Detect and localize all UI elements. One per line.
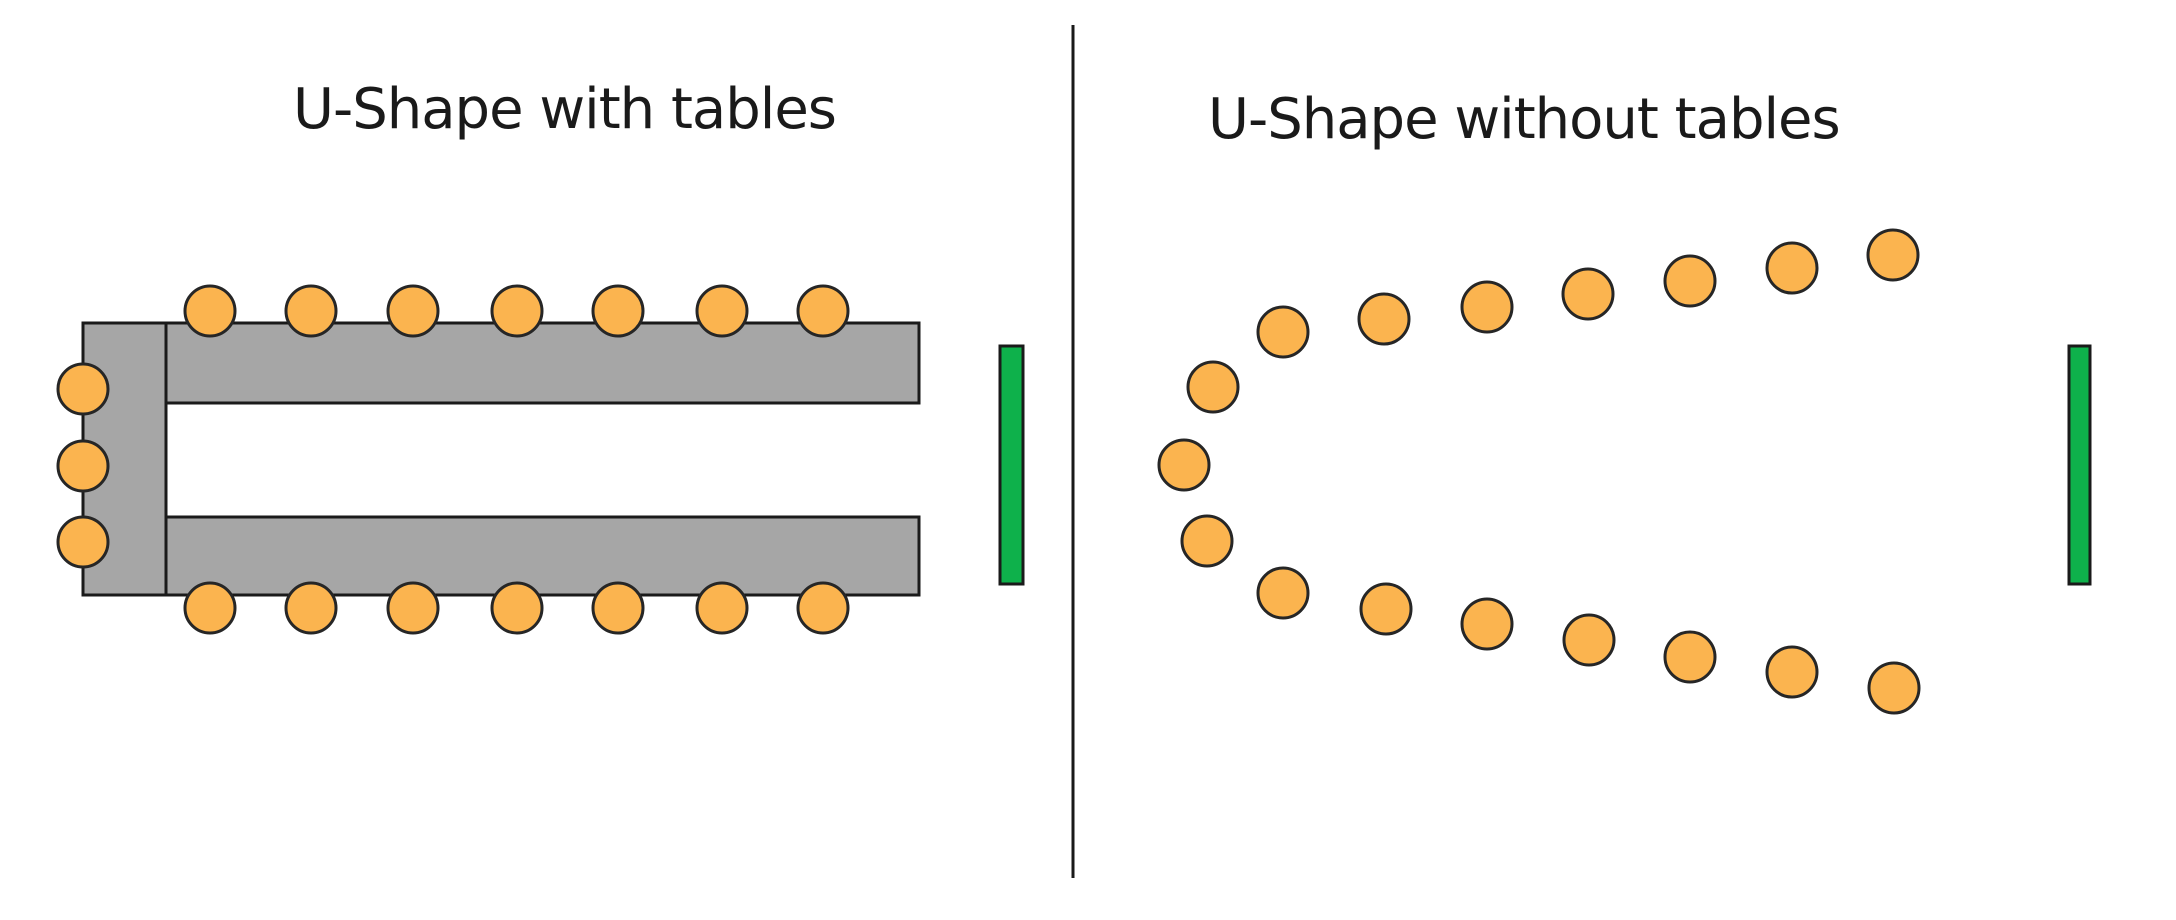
seat-icon (695, 284, 749, 338)
seat-icon (386, 284, 440, 338)
seat-icon (490, 581, 544, 635)
seat-icon (386, 581, 440, 635)
screen-icon (998, 344, 1025, 586)
seat-icon (1180, 514, 1234, 568)
seats-group (1157, 228, 1921, 715)
seat-icon (1562, 613, 1616, 667)
seat-icon (1357, 292, 1411, 346)
seat-icon (1256, 305, 1310, 359)
seat-icon (1157, 438, 1211, 492)
seat-icon (796, 284, 850, 338)
seat-icon (1561, 267, 1615, 321)
panel-u-shape-with-tables (56, 284, 1025, 635)
seat-icon (56, 362, 110, 416)
seats-group (56, 284, 850, 635)
seat-icon (183, 581, 237, 635)
screen-icon (2067, 344, 2092, 586)
seat-icon (1866, 228, 1920, 282)
seat-icon (1663, 630, 1717, 684)
seat-icon (56, 515, 110, 569)
seat-icon (1460, 597, 1514, 651)
seat-icon (1765, 241, 1819, 295)
seat-icon (1186, 360, 1240, 414)
seat-icon (1867, 661, 1921, 715)
table (164, 515, 921, 597)
seat-icon (56, 439, 110, 493)
panel-title-with-tables: U-Shape with tables (293, 77, 837, 142)
seat-icon (1256, 566, 1310, 620)
panel-u-shape-without-tables (1157, 228, 2092, 715)
tables-group (81, 321, 921, 597)
seat-icon (490, 284, 544, 338)
seat-icon (1663, 254, 1717, 308)
panel-title-without-tables: U-Shape without tables (1208, 87, 1841, 152)
seat-icon (591, 581, 645, 635)
table (164, 321, 921, 405)
seat-icon (591, 284, 645, 338)
seat-icon (1765, 645, 1819, 699)
seat-icon (284, 581, 338, 635)
seat-icon (284, 284, 338, 338)
seat-icon (695, 581, 749, 635)
seat-icon (1460, 280, 1514, 334)
seat-icon (796, 581, 850, 635)
seat-icon (1359, 582, 1413, 636)
seat-icon (183, 284, 237, 338)
